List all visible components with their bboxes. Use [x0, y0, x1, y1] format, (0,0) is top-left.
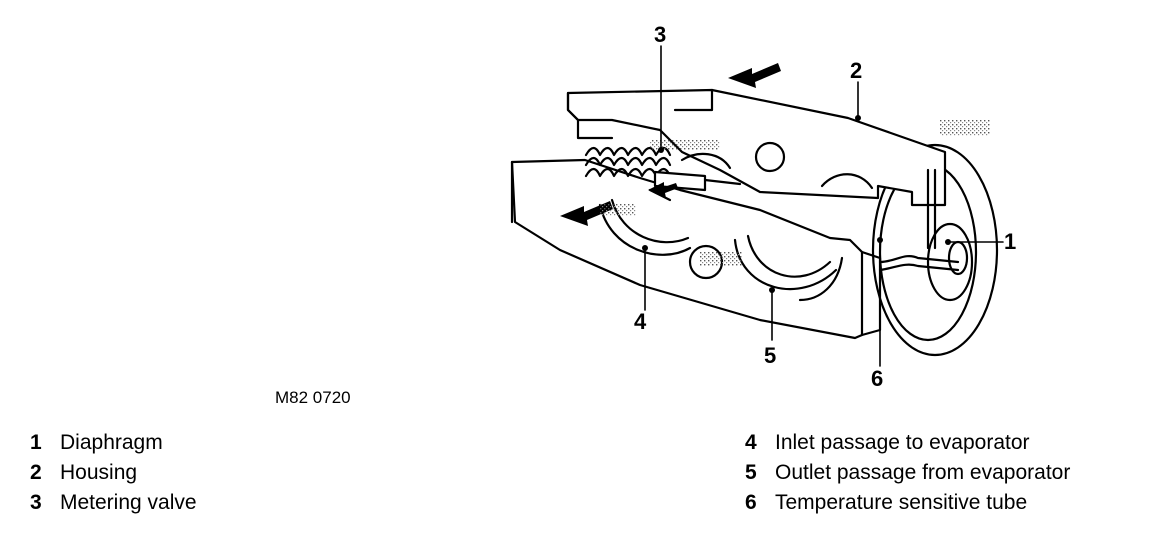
- legend-item: 5 Outlet passage from evaporator: [745, 458, 1070, 488]
- housing: [510, 88, 947, 340]
- figure-reference-code: M82 0720: [275, 388, 351, 407]
- legend-item: 3 Metering valve: [30, 488, 197, 518]
- legend-item: 2 Housing: [30, 458, 197, 488]
- legend-label: Housing: [60, 461, 138, 484]
- legend-number: 5: [745, 461, 757, 484]
- legend-label: Metering valve: [60, 491, 197, 514]
- legend-right-column: 4 Inlet passage to evaporator 5 Outlet p…: [745, 428, 1070, 518]
- diaphragm: [871, 143, 999, 357]
- legend-label: Outlet passage from evaporator: [775, 461, 1071, 484]
- legend-left-column: 1 Diaphragm 2 Housing 3 Metering valve: [30, 428, 197, 518]
- metering-valve: [584, 146, 742, 202]
- leader-lines: [644, 45, 1004, 367]
- legend-number: 3: [30, 491, 42, 514]
- legend-label: Inlet passage to evaporator: [775, 431, 1030, 454]
- callout-2: 2: [850, 58, 863, 83]
- legend-number: 2: [30, 461, 42, 484]
- flow-arrows: [560, 63, 781, 226]
- callout-3: 3: [654, 22, 667, 47]
- temperature-sensitive-tube: [878, 168, 960, 272]
- legend-number: 1: [30, 431, 42, 454]
- legend-item: 6 Temperature sensitive tube: [745, 488, 1070, 518]
- legend-number: 6: [745, 491, 757, 514]
- legend-label: Diaphragm: [60, 431, 163, 454]
- callout-1: 1: [1004, 229, 1017, 254]
- legend-number: 4: [745, 431, 757, 454]
- legend-label: Temperature sensitive tube: [775, 491, 1028, 514]
- expansion-valve-illustration: [510, 45, 1004, 367]
- callout-6: 6: [871, 366, 884, 391]
- legend-item: 1 Diaphragm: [30, 428, 197, 458]
- legend-item: 4 Inlet passage to evaporator: [745, 428, 1070, 458]
- callout-5: 5: [764, 343, 777, 368]
- callout-4: 4: [634, 309, 647, 334]
